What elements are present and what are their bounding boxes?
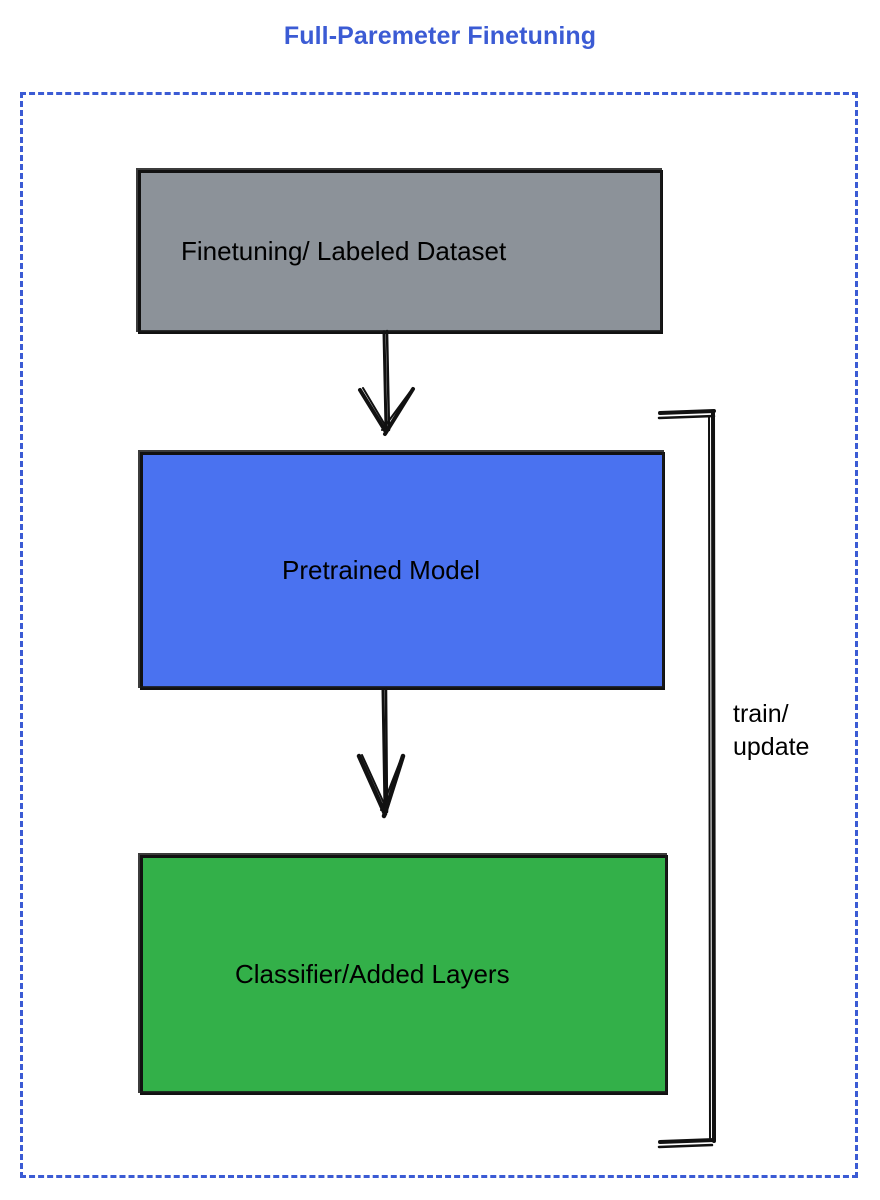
feedback-loop-bracket-icon bbox=[657, 409, 716, 1149]
diagram-boundary-frame bbox=[20, 92, 858, 1178]
node-label-pretrained: Pretrained Model bbox=[282, 555, 480, 586]
node-label-dataset: Finetuning/ Labeled Dataset bbox=[181, 236, 507, 267]
node-pretrained-model[interactable]: Pretrained Model bbox=[138, 450, 665, 690]
page-title: Full-Paremeter Finetuning bbox=[283, 22, 597, 50]
node-label-classifier: Classifier/Added Layers bbox=[235, 959, 510, 990]
node-classifier-added-layers[interactable]: Classifier/Added Layers bbox=[138, 853, 668, 1095]
arrow-dataset-to-pretrained-icon bbox=[358, 329, 415, 436]
edge-label-train-update: train/ update bbox=[733, 700, 810, 761]
node-finetuning-dataset[interactable]: Finetuning/ Labeled Dataset bbox=[136, 168, 663, 334]
arrow-pretrained-to-classifier-icon bbox=[356, 687, 406, 819]
